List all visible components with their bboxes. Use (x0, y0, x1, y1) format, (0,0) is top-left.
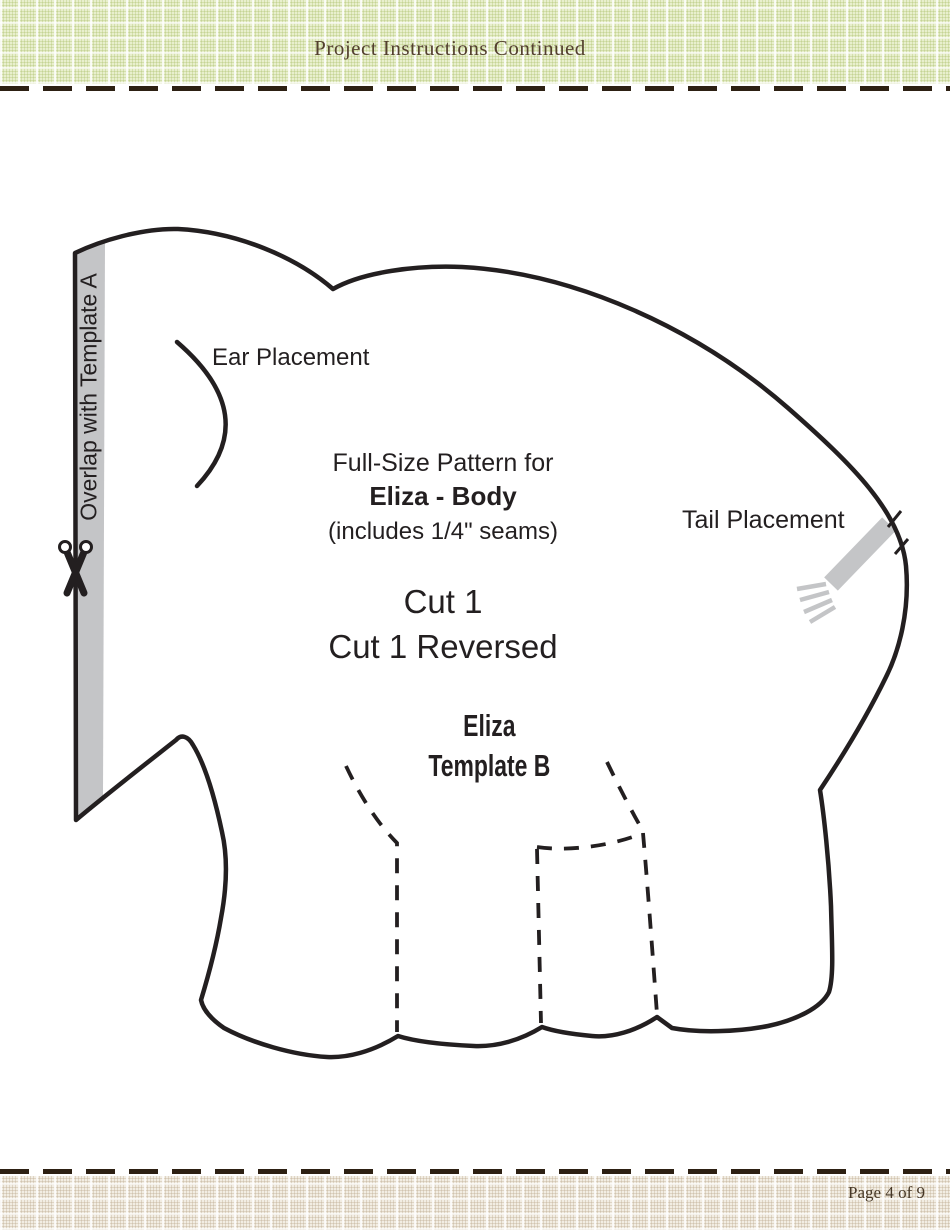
template-name-line1: Eliza (389, 708, 589, 744)
bottom-cut-dashed-line (0, 1169, 950, 1174)
tail-swatch-icon (796, 517, 896, 624)
pattern-seam-note: (includes 1/4" seams) (328, 518, 558, 545)
template-name-line2-text: Template B (428, 748, 550, 783)
overlap-strip (75, 243, 105, 820)
elephant-body-outline (72, 226, 910, 1060)
footer-band (0, 1176, 950, 1230)
pattern-title-line1: Full-Size Pattern for (332, 449, 554, 477)
tail-placement-label: Tail Placement (682, 506, 845, 534)
page-title: Project Instructions Continued (314, 36, 586, 60)
pattern-title-line2: Eliza - Body (369, 481, 517, 511)
scissors-icon (58, 540, 93, 597)
header-band (0, 0, 950, 84)
ear-placement-label: Ear Placement (212, 344, 370, 371)
template-name-line2: Template B (389, 748, 589, 784)
cut-instruction-2: Cut 1 Reversed (328, 628, 558, 665)
leg-stitch-dashed-lines (344, 761, 659, 1032)
template-name-line1-text: Eliza (462, 708, 516, 743)
cut-instruction-1: Cut 1 (403, 583, 483, 620)
overlap-strip-label: Overlap with Template A (75, 273, 102, 521)
top-cut-dashed-line (0, 86, 950, 91)
page-number: Page 4 of 9 (848, 1183, 925, 1202)
ear-placement-arc (174, 339, 228, 489)
tail-tick-marks (886, 510, 910, 555)
